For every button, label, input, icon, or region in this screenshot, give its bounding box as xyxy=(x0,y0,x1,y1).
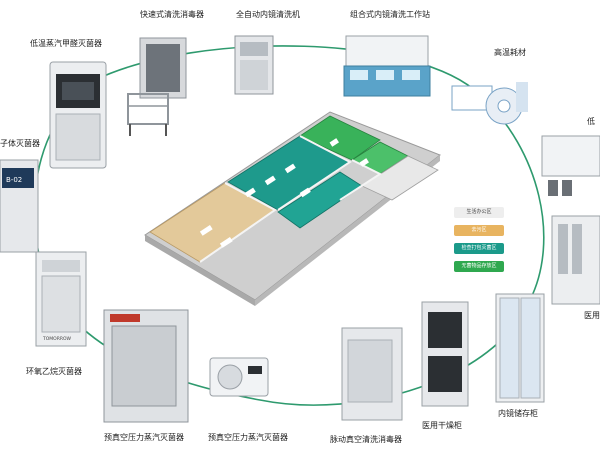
fast-cleaner-image xyxy=(127,37,187,136)
medical-right-image xyxy=(551,215,600,305)
label-endoscope-cabinet: 内镜储存柜 xyxy=(498,409,538,418)
label-low-temp-formaldehyde: 低温蒸汽甲醛灭菌器 xyxy=(30,39,102,48)
label-prevacuum-small: 预真空压力蒸汽灭菌器 xyxy=(208,433,288,442)
label-medical-right: 医用 xyxy=(584,311,600,320)
low-temp-right-image xyxy=(541,135,600,196)
label-plasma: 子体灭菌器 xyxy=(0,139,40,148)
prevacuum-small-image xyxy=(209,357,269,397)
medical-dryer-image xyxy=(421,301,469,407)
label-high-temp-consumables: 高温耗材 xyxy=(494,48,526,57)
workstation-image xyxy=(343,35,431,97)
label-low-right: 低 xyxy=(587,117,595,126)
label-ethylene-oxide: 环氧乙烷灭菌器 xyxy=(26,367,82,376)
label-auto-endoscope-washer: 全自动内镜清洗机 xyxy=(236,10,300,19)
label-combo-workstation: 组合式内镜清洗工作站 xyxy=(350,10,430,19)
legend-item-sterile: 无菌物品存放区 xyxy=(454,261,504,272)
legend-item-decon: 去污区 xyxy=(454,225,504,236)
legend-item-office: 生活办公区 xyxy=(454,207,504,218)
prevacuum-large-image xyxy=(103,309,189,423)
legend-item-packing: 检查打包灭菌区 xyxy=(454,243,504,254)
zone-legend: 生活办公区 去污区 检查打包灭菌区 无菌物品存放区 xyxy=(454,207,504,279)
label-prevacuum-large: 预真空压力蒸汽灭菌器 xyxy=(104,433,184,442)
endoscope-washer-image xyxy=(234,35,274,95)
label-pulse-vacuum: 脉动真空清洗消毒器 xyxy=(330,435,402,444)
pulse-vacuum-image xyxy=(341,327,403,421)
label-medical-dryer: 医用干燥柜 xyxy=(422,421,462,430)
plasma-sterilizer-image: B-02 xyxy=(0,159,39,253)
formaldehyde-sterilizer-image xyxy=(49,61,107,169)
endoscope-cabinet-image xyxy=(495,293,545,403)
consumables-image xyxy=(451,82,528,125)
ethylene-oxide-sterilizer-image: TOMORROW xyxy=(35,251,87,347)
plasma-screen-text: B-02 xyxy=(6,176,22,184)
label-fast-cleaner: 快速式清洗消毒器 xyxy=(140,10,204,19)
eo-brand-text: TOMORROW xyxy=(42,336,72,342)
